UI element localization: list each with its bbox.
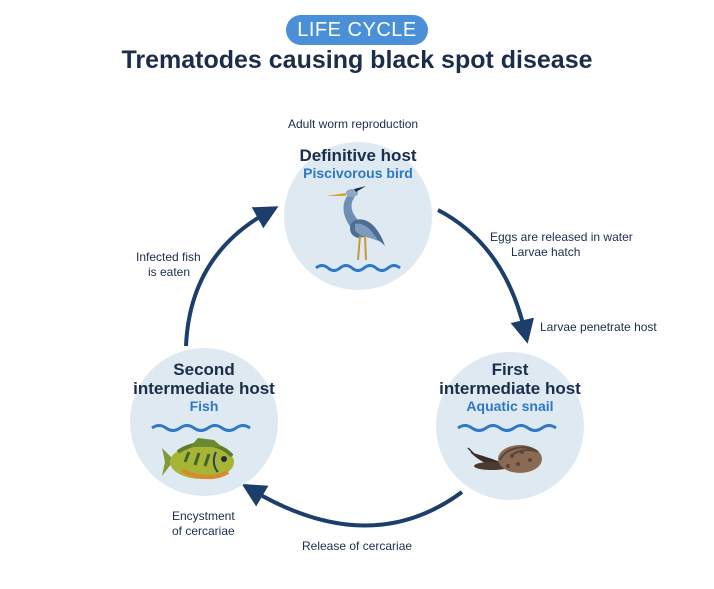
definitive-host-subtitle: Piscivorous bird — [303, 165, 413, 181]
step-larvae-penetrate: Larvae penetrate host — [540, 320, 657, 334]
first-host-subtitle: Aquatic snail — [466, 398, 554, 414]
diagram-title: Trematodes causing black spot disease — [121, 46, 593, 74]
second-host-subtitle: Fish — [189, 398, 219, 414]
first-host-title-line2: intermediate host — [439, 379, 581, 398]
step-adult-reproduction: Adult worm reproduction — [288, 117, 419, 131]
life-cycle-badge: LIFE CYCLE — [286, 15, 428, 45]
second-host-title-line1: Second — [173, 360, 235, 379]
step-release-cercariae: Release of cercariae — [302, 539, 413, 553]
definitive-host-title: Definitive host — [299, 146, 417, 165]
step-infected-line1: Infected fish — [136, 250, 201, 264]
second-host-title-line2: intermediate host — [133, 379, 275, 398]
arrow-bird-to-snail — [437, 208, 535, 344]
definitive-host-circle — [284, 142, 432, 290]
step-encystment-line1: Encystment — [172, 509, 235, 523]
arrow-fish-to-bird — [184, 206, 279, 347]
step-eggs-released: Eggs are released in water — [490, 230, 633, 244]
arrow-snail-to-fish — [241, 483, 464, 528]
step-infected-line2: is eaten — [148, 265, 191, 279]
step-encystment-line2: of cercariae — [172, 524, 235, 538]
step-larvae-hatch: Larvae hatch — [511, 245, 581, 259]
first-host-title-line1: First — [491, 360, 529, 379]
